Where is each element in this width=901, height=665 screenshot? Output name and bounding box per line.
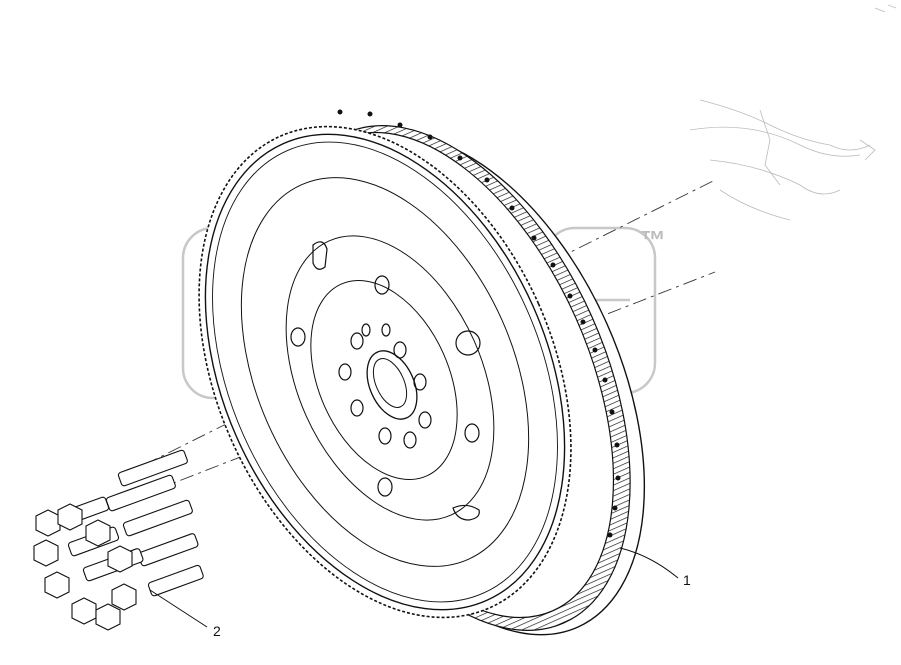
leader-lines <box>149 547 679 628</box>
background-sketch <box>689 4 897 221</box>
bolts <box>33 449 204 631</box>
callout-label-2: 2 <box>213 623 221 639</box>
trademark-mark: ™ <box>640 225 666 255</box>
callout-label-1: 1 <box>683 572 691 588</box>
flywheel <box>198 109 646 636</box>
